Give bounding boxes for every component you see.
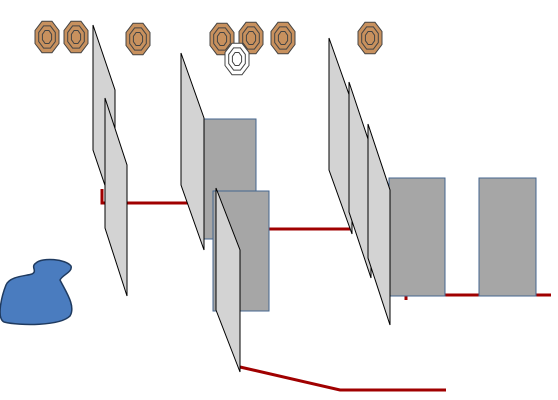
path-line-segment-4 bbox=[239, 365, 446, 392]
path-line-segment-1 bbox=[100, 189, 188, 205]
panel-2 bbox=[104, 97, 128, 297]
block-3 bbox=[388, 177, 446, 297]
panel-7 bbox=[367, 123, 391, 326]
target-marker-icon-ring-3 bbox=[216, 32, 228, 46]
target-marker-icon-ring-3 bbox=[70, 30, 82, 44]
target-marker-icon-ring-2 bbox=[361, 26, 379, 50]
panel-6 bbox=[348, 81, 372, 279]
block-4 bbox=[478, 177, 537, 297]
target-marker-icon-ring-2 bbox=[213, 27, 231, 51]
panel-4 bbox=[215, 187, 241, 373]
blob-shape-icon bbox=[0, 258, 73, 326]
markers bbox=[34, 20, 383, 76]
highlighted-target-marker-icon bbox=[224, 42, 250, 76]
target-marker-icon bbox=[209, 22, 235, 56]
target-marker-icon bbox=[270, 21, 296, 55]
target-marker-icon-ring-3 bbox=[364, 31, 376, 45]
target-marker-icon-ring-3 bbox=[132, 32, 144, 46]
target-marker-icon-ring-2 bbox=[274, 26, 292, 50]
target-marker-icon-ring-2 bbox=[38, 25, 56, 49]
target-marker-icon bbox=[63, 20, 89, 54]
highlighted-target-marker-icon-ring-3 bbox=[231, 52, 243, 66]
target-marker-icon bbox=[357, 21, 383, 55]
target-marker-icon-ring-3 bbox=[41, 30, 53, 44]
target-marker-icon bbox=[238, 21, 264, 55]
highlighted-target-marker-icon-ring-2 bbox=[228, 47, 246, 71]
panels bbox=[92, 24, 391, 373]
target-marker-icon bbox=[34, 20, 60, 54]
target-marker-icon-ring-2 bbox=[242, 26, 260, 50]
target-marker-icon bbox=[125, 22, 151, 56]
target-marker-icon-ring-2 bbox=[67, 25, 85, 49]
panel-3 bbox=[180, 52, 205, 251]
target-marker-icon-ring-3 bbox=[245, 31, 257, 45]
blocks bbox=[203, 118, 537, 312]
target-marker-icon-ring-2 bbox=[129, 27, 147, 51]
panel-5 bbox=[328, 37, 353, 235]
target-marker-icon-ring-3 bbox=[277, 31, 289, 45]
